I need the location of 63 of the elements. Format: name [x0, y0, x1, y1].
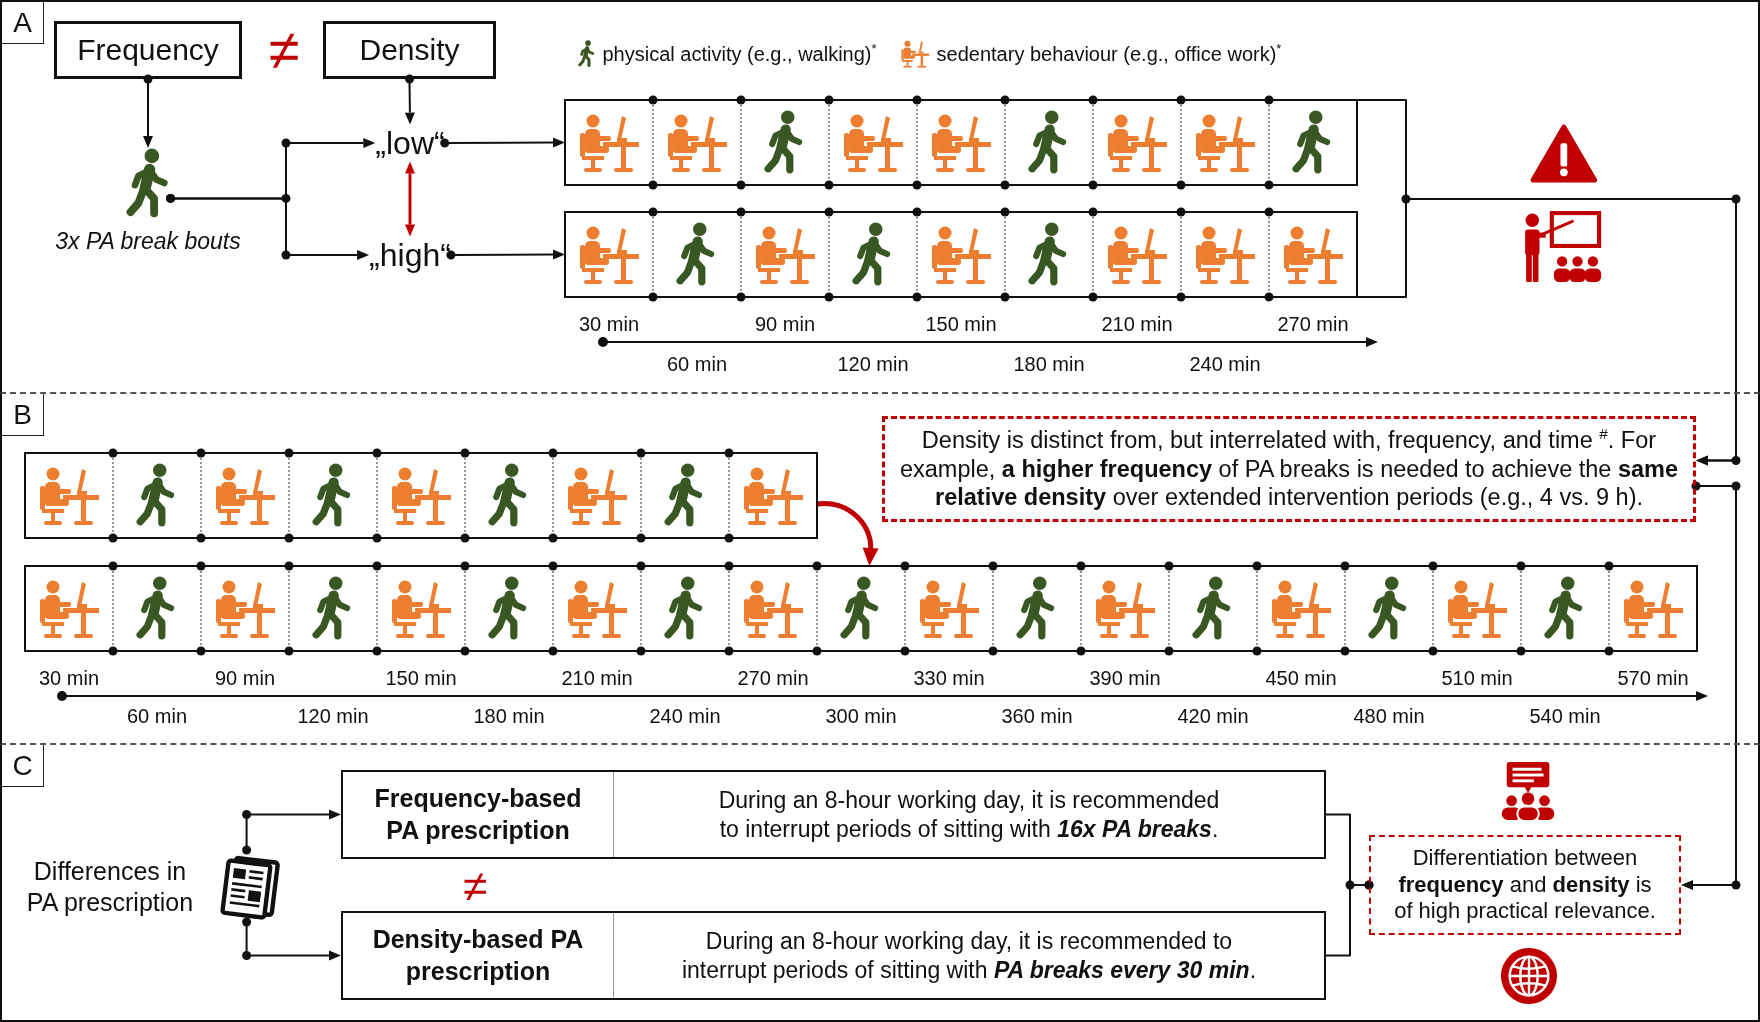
- walking-person-icon: [125, 148, 171, 220]
- box-heading: Frequency-based PA prescription: [373, 783, 583, 846]
- tick-label: 450 min: [1265, 666, 1337, 690]
- legend-text: physical activity (e.g., walking)$^{*}$: [602, 42, 877, 66]
- arrow: [440, 137, 565, 148]
- tick-label: 30 min: [39, 666, 99, 690]
- prescription-box: [341, 770, 1326, 859]
- tick-label: 90 min: [215, 666, 275, 690]
- inequality-sign: ≠: [462, 864, 488, 908]
- tick-label: 120 min: [837, 352, 909, 376]
- arrow: [242, 917, 341, 961]
- tick-label: 60 min: [667, 352, 727, 376]
- panel: [0, 0, 1760, 394]
- note-box: Density is distinct from, but interrelated with, frequency, and time $^{#}$. For example, a higher frequency of PA breaks is needed to achieve the same relative density over extended intervention periods (e.g., 4 vs. 9 h).: [882, 416, 1696, 522]
- level-label: „high“: [369, 236, 451, 274]
- panel-label: A: [2, 2, 44, 44]
- term-box: Density: [323, 21, 496, 79]
- tick-label: 270 min: [1277, 312, 1349, 336]
- legend-text: sedentary behaviour (e.g., office work)$^{*}$: [936, 42, 1282, 66]
- tick-label: 150 min: [385, 666, 457, 690]
- tick-label: 240 min: [649, 704, 721, 728]
- tick-label: 390 min: [1089, 666, 1161, 690]
- term-box: Frequency: [54, 21, 242, 79]
- tick-label: 210 min: [561, 666, 633, 690]
- arrow: [446, 249, 565, 260]
- tick-label: 510 min: [1441, 666, 1513, 690]
- arrow: [1681, 481, 1737, 890]
- tick-label: 540 min: [1529, 704, 1601, 728]
- tick-label: 270 min: [737, 666, 809, 690]
- tick-label: 90 min: [755, 312, 815, 336]
- box-text: During an 8-hour working day, it is recommended to interrupt periods of sitting with PA breaks every 30 min.: [680, 926, 1257, 985]
- prescription-box: [341, 911, 1326, 1000]
- arrow: [166, 193, 370, 260]
- note-box: Differentiation between frequency and density is of high practical relevance.: [1369, 835, 1681, 935]
- inequality-sign: ≠: [268, 22, 300, 78]
- tick-label: 150 min: [925, 312, 997, 336]
- icon-label: Differences in PA prescription: [25, 855, 195, 918]
- tick-label: 210 min: [1101, 312, 1173, 336]
- curved-arrow: [816, 501, 879, 566]
- panel-label: B: [2, 394, 44, 436]
- tick-label: 120 min: [297, 704, 369, 728]
- tick-label: 300 min: [825, 704, 897, 728]
- icon-label: 3x PA break bouts: [54, 227, 242, 255]
- arrow: [242, 809, 341, 855]
- level-label: „low“: [375, 124, 445, 162]
- tick-label: 330 min: [913, 666, 985, 690]
- box-heading: Density-based PA prescription: [371, 924, 585, 987]
- connector-line: [1325, 880, 1374, 957]
- arrow: [143, 74, 153, 148]
- tick-label: 180 min: [1013, 352, 1085, 376]
- tick-label: 480 min: [1353, 704, 1425, 728]
- panel: [0, 394, 1760, 745]
- tick-label: 180 min: [473, 704, 545, 728]
- tick-label: 30 min: [579, 312, 639, 336]
- tick-label: 240 min: [1189, 352, 1261, 376]
- tick-label: 360 min: [1001, 704, 1073, 728]
- tick-label: 60 min: [127, 704, 187, 728]
- arrow: [404, 74, 415, 125]
- panel-label: C: [2, 745, 44, 787]
- tick-label: 570 min: [1617, 666, 1689, 690]
- double-headed-arrow: [405, 161, 415, 237]
- box-text: During an 8-hour working day, it is recommended to interrupt periods of sitting with 16x PA breaks.: [717, 785, 1221, 844]
- tick-label: 420 min: [1177, 704, 1249, 728]
